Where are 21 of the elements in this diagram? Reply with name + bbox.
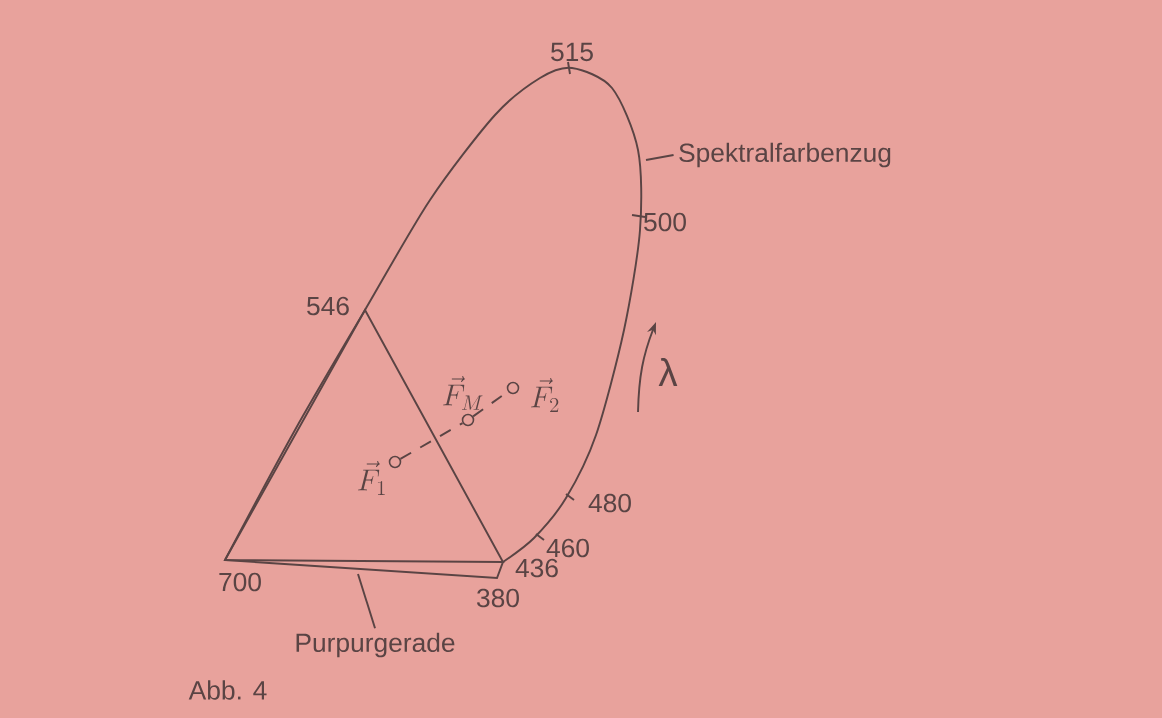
point-label: $\vec{F}_1$ <box>358 461 385 495</box>
point-label: $\vec{F}_2$ <box>531 378 559 412</box>
point-marker <box>388 455 402 469</box>
callout-text: Purpurgerade <box>296 632 455 658</box>
leader-line <box>357 573 376 630</box>
wavelength-label: 436 <box>515 558 558 578</box>
symbol-label: λ <box>658 357 678 386</box>
point-marker <box>506 381 520 395</box>
figure-caption: Abb. 4 <box>188 680 267 700</box>
leader-line <box>645 154 675 161</box>
wavelength-label: 380 <box>477 588 519 608</box>
wavelength-label: 480 <box>588 493 631 513</box>
dashed-line <box>399 422 464 460</box>
wavelength-label: 546 <box>307 296 349 316</box>
wavelength-label: 515 <box>551 42 593 62</box>
point-marker <box>461 413 475 427</box>
wavelength-label: 460 <box>546 538 589 558</box>
point-label: $\vec{F}_M$ <box>443 376 483 410</box>
wavelength-label: 500 <box>644 212 686 232</box>
wavelength-label: 700 <box>219 572 261 592</box>
callout-text: Spektralfarbenzug <box>679 142 891 168</box>
